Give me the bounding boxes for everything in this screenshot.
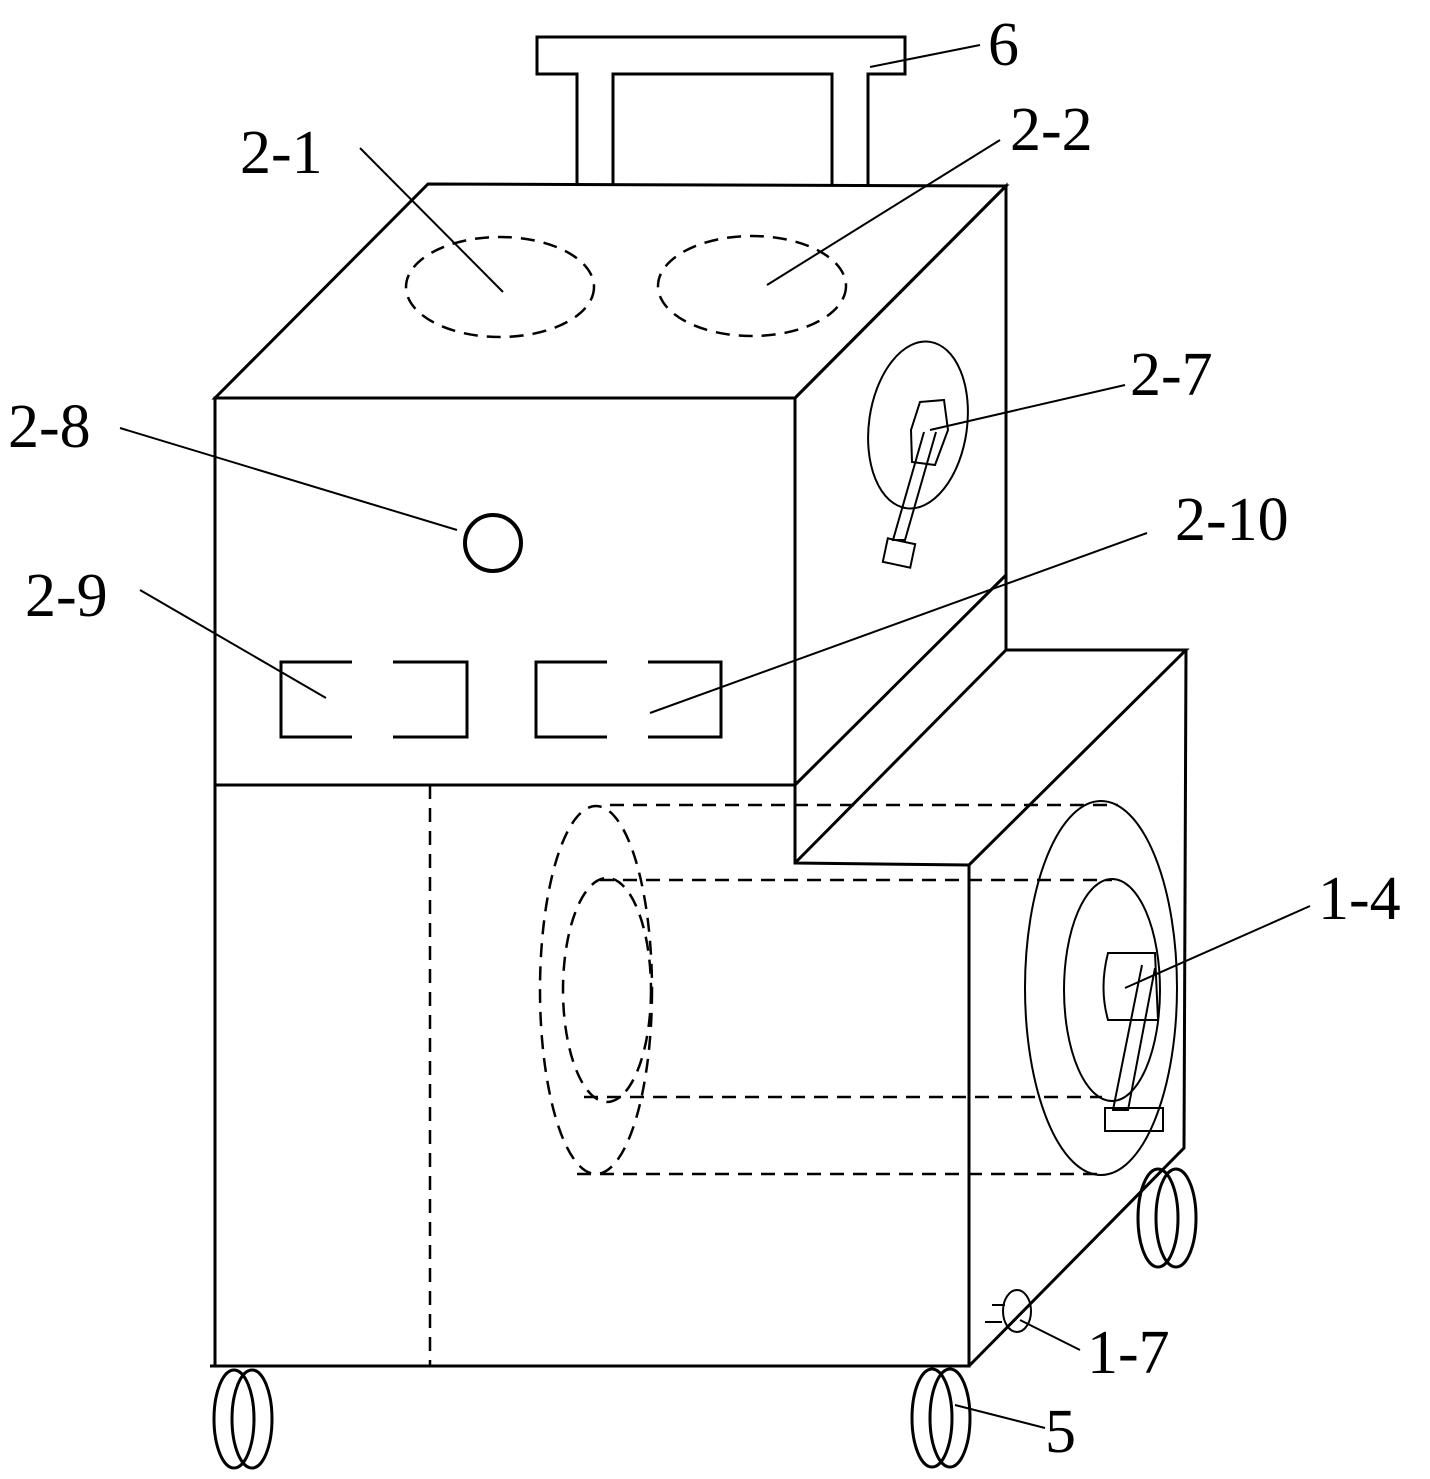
label-opening-right: 2-2 — [1010, 96, 1093, 164]
lower-side-crank — [1024, 800, 1178, 1176]
front-knob — [463, 513, 523, 573]
wheel-front-right — [910, 1367, 972, 1469]
right-window — [534, 660, 723, 739]
label-drain-valve: 1-7 — [1087, 1319, 1170, 1387]
label-front-knob: 2-8 — [8, 393, 91, 461]
label-upper-side-crank: 2-7 — [1130, 341, 1213, 409]
wheel-front-left — [212, 1368, 274, 1470]
label-opening-left: 2-1 — [240, 119, 323, 187]
label-wheel: 5 — [1045, 1398, 1076, 1466]
label-lower-side-crank: 1-4 — [1318, 865, 1401, 933]
label-right-window: 2-10 — [1175, 486, 1289, 554]
upper-side-crank — [867, 340, 969, 569]
lower-body — [210, 573, 1190, 1368]
handle — [535, 35, 907, 186]
drain-valve — [985, 1289, 1032, 1333]
opening-left — [404, 235, 596, 339]
left-window — [279, 660, 469, 739]
label-handle: 6 — [988, 11, 1019, 79]
wheel-rear-right — [1136, 1167, 1198, 1269]
label-left-window: 2-9 — [25, 562, 108, 630]
opening-right — [656, 234, 848, 338]
leader-lines — [119, 44, 1311, 1429]
internal-drum — [538, 803, 1118, 1176]
